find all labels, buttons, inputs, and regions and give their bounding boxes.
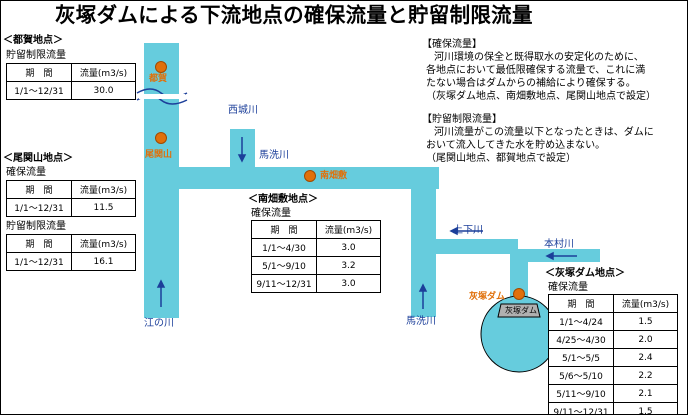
- table-cell: 3.0: [316, 238, 381, 257]
- table-cell: 2.4: [613, 348, 678, 367]
- tsuga-heading: ＜都賀地点＞: [3, 35, 63, 46]
- river-label-kamishimokawa: 上下川: [453, 225, 483, 236]
- table-header-cell: 期 間: [548, 294, 614, 313]
- table-header-cell: 流量(m3/s): [71, 63, 136, 82]
- table-header-row: 期 間 流量(m3/s): [251, 220, 381, 239]
- obizan-heading: ＜尾関山地点＞: [3, 153, 73, 164]
- table-cell: 2.0: [613, 330, 678, 349]
- table-row: 4/25～4/30 2.0: [548, 330, 678, 349]
- kakuho-note-line: （灰塚ダム地点、南畑敷地点、尾関山地点で設定）: [426, 91, 656, 102]
- haizuka-point-marker: [513, 288, 525, 300]
- map-label-dam: 灰塚ダム: [469, 292, 506, 302]
- tsuga-sub-label: 貯留制限流量: [6, 50, 66, 61]
- kakuho-note-line: 各地点において最低限確保する流量で、これに満: [426, 65, 646, 76]
- table-cell: 5/1～5/5: [548, 348, 614, 367]
- river-label-honmuragawa: 本村川: [544, 239, 574, 250]
- table-cell: 9/11～12/31: [251, 274, 317, 293]
- kamishimokawa-channel: [436, 239, 518, 254]
- minamihatake-table: 期 間 流量(m3/s) 1/1～4/30 3.0 5/1～9/10 3.2 9…: [251, 220, 381, 293]
- table-cell: 9/11～12/31: [548, 402, 614, 414]
- river-label-saijogawa: 西城川: [228, 105, 258, 116]
- table-cell: 2.2: [613, 366, 678, 385]
- minamihatake-sub-label: 確保流量: [251, 208, 291, 219]
- table-cell: 5/6～5/10: [548, 366, 614, 385]
- chiryu-note-line: 河川流量がこの流量以下となったときは、ダムに: [434, 127, 654, 138]
- table-header-row: 期 間 流量(m3/s): [6, 63, 136, 82]
- haizuka-table: 期 間 流量(m3/s) 1/1～4/24 1.5 4/25～4/30 2.0 …: [548, 294, 678, 414]
- tsuga-table: 期 間 流量(m3/s) 1/1～12/31 30.0: [6, 63, 136, 100]
- table-cell: 4/25～4/30: [548, 330, 614, 349]
- table-header-row: 期 間 流量(m3/s): [548, 294, 678, 313]
- table-row: 9/11～12/31 1.5: [548, 402, 678, 414]
- haizuka-heading: ＜灰塚ダム地点＞: [545, 268, 625, 279]
- obizan-point-marker: [155, 132, 167, 144]
- table-cell: 1/1～4/30: [251, 238, 317, 257]
- table-header-cell: 期 間: [251, 220, 317, 239]
- table-cell: 2.1: [613, 384, 678, 403]
- table-cell: 30.0: [71, 81, 136, 100]
- minamihatake-point-marker: [304, 170, 316, 182]
- table-row: 9/11～12/31 3.0: [251, 274, 381, 293]
- kakuho-note-line: たない場合はダムからの補給により確保する。: [426, 78, 636, 89]
- table-cell: 1/1～12/31: [6, 252, 72, 271]
- kakuho-note-line: 河川環境の保全と既得取水の安定化のために、: [434, 52, 644, 63]
- haizuka-sub-label: 確保流量: [548, 282, 588, 293]
- table-header-cell: 流量(m3/s): [71, 234, 136, 253]
- table-row: 5/1～5/5 2.4: [548, 348, 678, 367]
- obizan-kakuho-table: 期 間 流量(m3/s) 1/1～12/31 11.5: [6, 180, 136, 217]
- table-cell: 3.2: [316, 256, 381, 275]
- minamihatake-heading: ＜南畑敷地点＞: [248, 194, 318, 205]
- table-header-cell: 期 間: [6, 234, 72, 253]
- table-cell: 5/11～9/10: [548, 384, 614, 403]
- table-cell: 1/1～12/31: [6, 198, 72, 217]
- table-cell: 1.5: [613, 312, 678, 331]
- table-cell: 1/1～4/24: [548, 312, 614, 331]
- table-header-cell: 期 間: [6, 180, 72, 199]
- obizan-sub2-label: 貯留制限流量: [6, 221, 66, 232]
- map-label-obizan: 尾関山: [145, 150, 173, 160]
- table-header-row: 期 間 流量(m3/s): [6, 180, 136, 199]
- table-row: 1/1～4/30 3.0: [251, 238, 381, 257]
- table-cell: 3.0: [316, 274, 381, 293]
- map-label-dam-body: 灰塚ダム: [505, 306, 537, 315]
- table-row: 1/1～12/31 11.5: [6, 198, 136, 217]
- kakuho-note: 【確保流量】 河川環境の保全と既得取水の安定化のために、 各地点において最低限確…: [422, 38, 656, 103]
- obizan-chiryu-table: 期 間 流量(m3/s) 1/1～12/31 16.1: [6, 234, 136, 271]
- chiryu-note-line: （尾関山地点、都賀地点で設定）: [426, 153, 576, 164]
- river-label-baseni-bottom: 馬洗川: [406, 316, 436, 327]
- map-label-minamihatake: 南畑敷: [320, 171, 348, 181]
- table-header-cell: 流量(m3/s): [613, 294, 678, 313]
- table-cell: 1.5: [613, 402, 678, 414]
- table-header-cell: 流量(m3/s): [316, 220, 381, 239]
- table-header-cell: 流量(m3/s): [71, 180, 136, 199]
- map-label-tsuga: 都賀: [149, 74, 168, 84]
- table-cell: 16.1: [71, 252, 136, 271]
- chiryu-note-title: 【貯留制限流量】: [422, 114, 502, 125]
- table-row: 5/6～5/10 2.2: [548, 366, 678, 385]
- obizan-sub1-label: 確保流量: [6, 167, 46, 178]
- river-label-egawa: 江の川: [144, 318, 174, 329]
- table-header-row: 期 間 流量(m3/s): [6, 234, 136, 253]
- dam-body: [497, 303, 541, 318]
- table-cell: 5/1～9/10: [251, 256, 317, 275]
- chiryu-note-line: おいて流入してきた水を貯め込まない。: [426, 140, 606, 151]
- tsuga-point-marker: [155, 61, 167, 73]
- table-header-cell: 期 間: [6, 63, 72, 82]
- page-title: 灰塚ダムによる下流地点の確保流量と貯留制限流量: [55, 3, 533, 27]
- table-row: 5/1～9/10 3.2: [251, 256, 381, 275]
- table-row: 1/1～4/24 1.5: [548, 312, 678, 331]
- table-row: 5/11～9/10 2.1: [548, 384, 678, 403]
- chiryu-note: 【貯留制限流量】 河川流量がこの流量以下となったときは、ダムに おいて流入してき…: [422, 113, 654, 165]
- table-cell: 11.5: [71, 198, 136, 217]
- table-row: 1/1～12/31 30.0: [6, 81, 136, 100]
- table-row: 1/1～12/31 16.1: [6, 252, 136, 271]
- kakuho-note-title: 【確保流量】: [422, 39, 482, 50]
- table-cell: 1/1～12/31: [6, 81, 72, 100]
- river-label-baseni-top: 馬洗川: [259, 150, 289, 161]
